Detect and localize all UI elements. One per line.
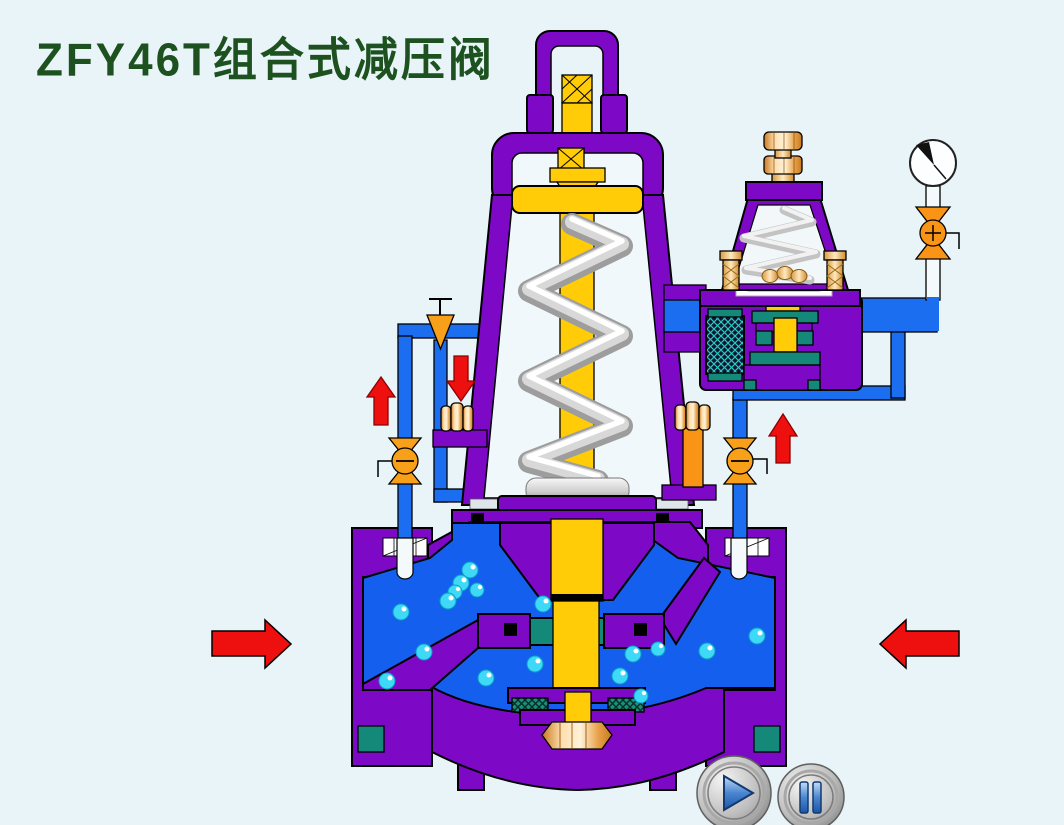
packing-nut-right [600, 94, 628, 134]
pilot-spring [739, 205, 821, 285]
packing-nut-left [526, 94, 554, 134]
outlet-flow-arrow [878, 618, 960, 670]
gasket-right [753, 725, 781, 753]
funnel-icon [426, 298, 455, 351]
bonnet-fitting-left [432, 402, 488, 448]
upstream-sensing-valve [377, 437, 423, 485]
sensing-line-arrows [365, 355, 799, 464]
water-bubbles [378, 561, 766, 704]
up-arrow-icon [365, 375, 397, 426]
pilot-adjusting-screw [763, 131, 803, 189]
lock-nut [549, 167, 606, 183]
page-title: ZFY46T组合式减压阀 [36, 34, 495, 87]
disc-nut [541, 721, 613, 750]
valve-stem-mid [550, 518, 604, 602]
bonnet-bolt-right [823, 250, 847, 291]
gasket-left [357, 725, 385, 753]
up-arrow-icon [767, 412, 799, 464]
pause-button[interactable] [777, 763, 845, 825]
play-icon [723, 774, 755, 812]
down-arrow-icon [445, 355, 477, 403]
spring-plate-top [511, 185, 644, 214]
play-button[interactable] [696, 755, 772, 825]
pilot-piston [773, 317, 798, 353]
gauge-assembly [909, 139, 960, 331]
inlet-flow-arrow [211, 618, 293, 670]
bonnet-bolt-left [719, 250, 743, 291]
strainer-mesh [705, 315, 745, 375]
downstream-sensing-valve [722, 437, 768, 485]
gauge-isolation-valve [914, 206, 960, 260]
bonnet-fitting-right [661, 401, 717, 501]
flange-joints [382, 537, 770, 580]
pilot-valve [663, 131, 938, 391]
valve-stem-lower [552, 600, 600, 693]
main-pressure-reducing-valve [351, 30, 787, 792]
pressure-gauge-icon [909, 139, 957, 187]
main-spring [518, 213, 633, 492]
pause-icon [799, 781, 822, 814]
